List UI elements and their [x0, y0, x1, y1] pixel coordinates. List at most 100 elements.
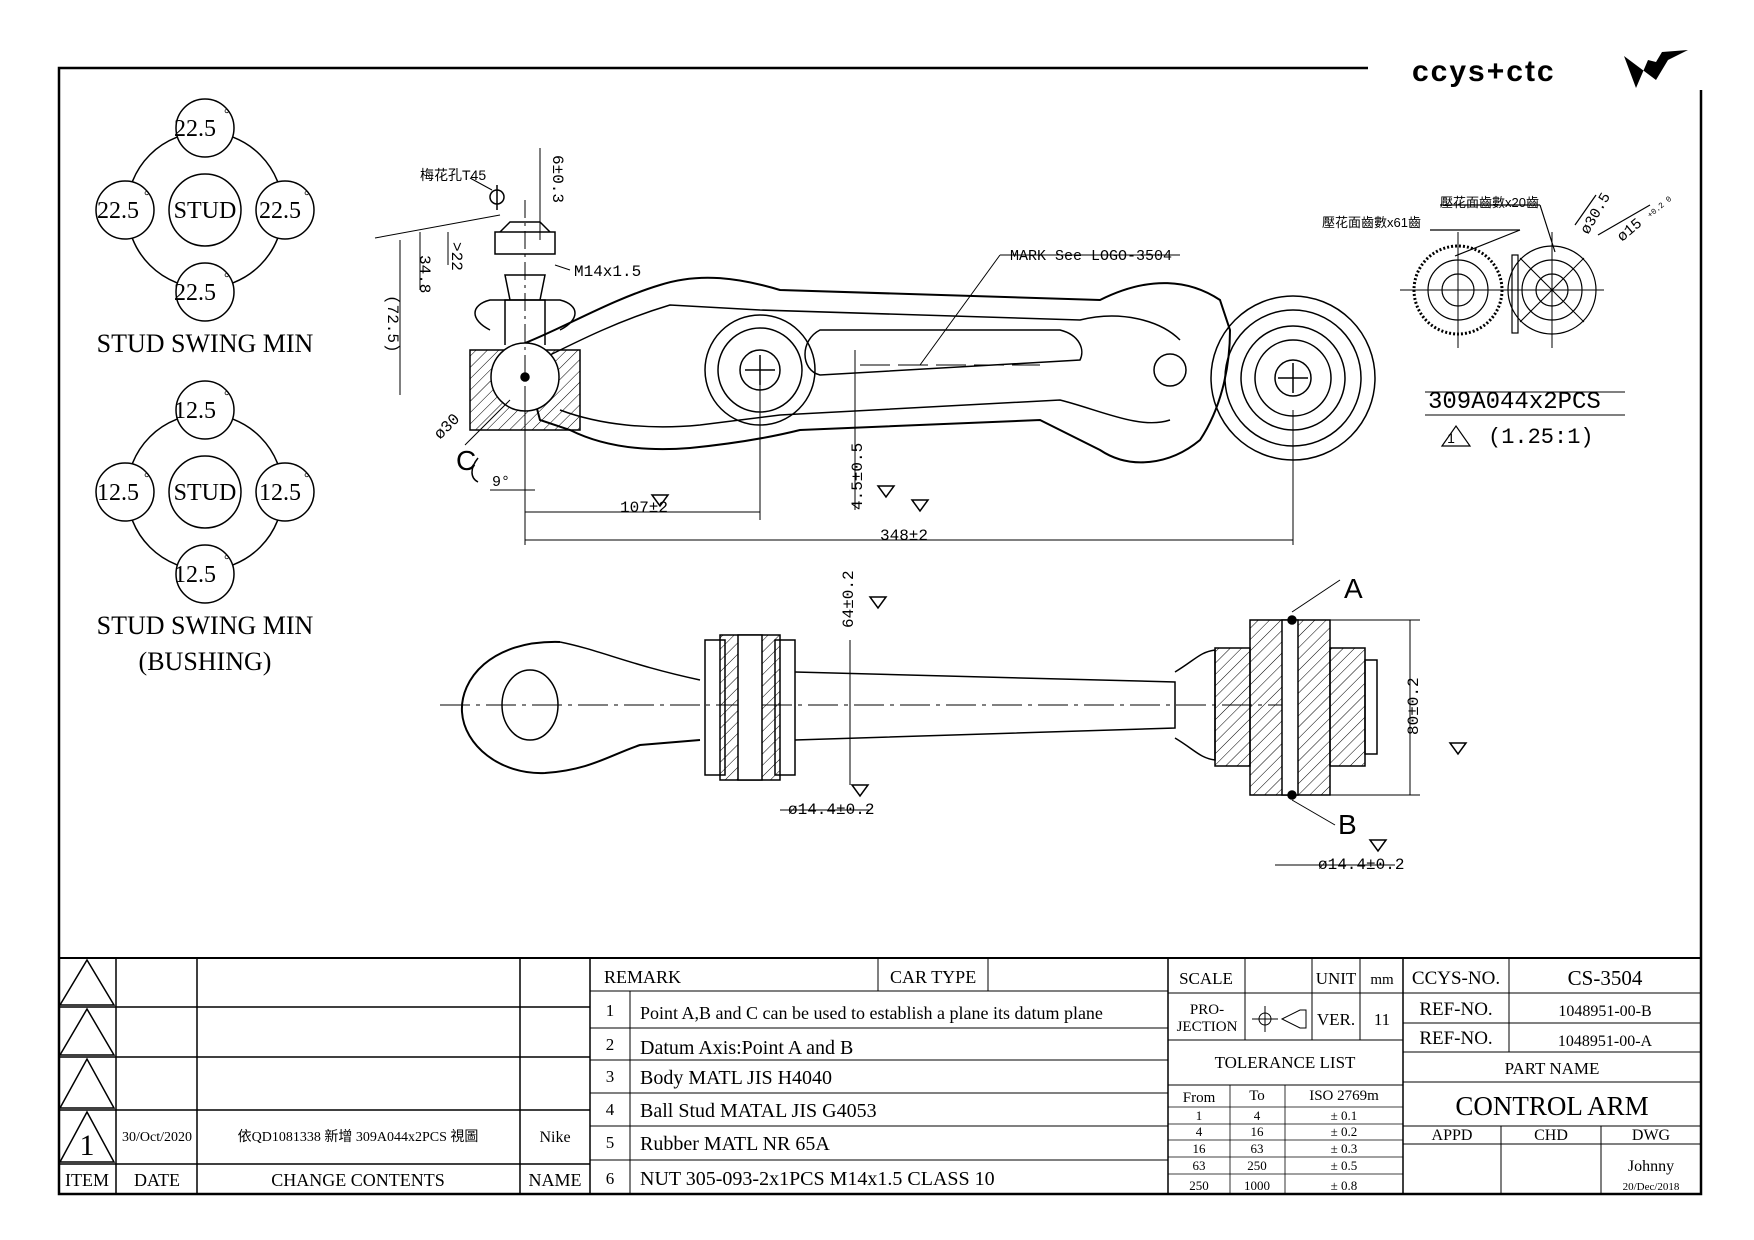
- revision-table: 1 30/Oct/2020 依QD1081338 新增 309A044x2PCS…: [65, 1129, 582, 1190]
- projection-label-2: JECTION: [1177, 1019, 1238, 1035]
- projection-label: PRO-: [1190, 1002, 1224, 1018]
- serration-left-label: 壓花面齒數x61齒: [1322, 215, 1421, 230]
- swing-value-top: 12.5: [174, 398, 216, 424]
- degree-mark: °: [224, 271, 230, 286]
- mark-note: MARK See LOGO-3504: [1010, 248, 1172, 265]
- top-view: [440, 579, 1468, 866]
- scale-label: SCALE: [1179, 969, 1233, 988]
- swing-value-bottom: 12.5: [174, 562, 216, 588]
- remark-no: 4: [606, 1100, 615, 1119]
- part-name: CONTROL ARM: [1455, 1091, 1648, 1121]
- tol-header-from: From: [1183, 1090, 1216, 1106]
- stud-label: STUD: [174, 198, 237, 224]
- dim-348: 348±2: [880, 527, 928, 545]
- chd-label: CHD: [1534, 1127, 1568, 1144]
- degree-mark: °: [304, 471, 310, 486]
- swing-value-top: 22.5: [174, 116, 216, 142]
- torx-label: 梅花孔T45: [420, 167, 486, 183]
- tol-value: ± 0.3: [1331, 1141, 1358, 1156]
- remark-text: Ball Stud MATAL JIS G4053: [640, 1100, 877, 1122]
- serration-detail: [1400, 194, 1651, 447]
- part-name-label: PART NAME: [1505, 1059, 1600, 1078]
- dim-64: 64±0.2: [840, 570, 858, 628]
- stud-swing-bushing-diagram: 12.5 12.5 12.5 12.5 ° ° ° ° STUD STUD SW…: [95, 380, 315, 676]
- swing-caption: STUD SWING MIN: [97, 611, 314, 640]
- tol-value: ± 0.5: [1331, 1158, 1358, 1173]
- top-view-annotations: 64±0.2 80±0.2 ø14.4±0.2 ø14.4±0.2 A B: [788, 570, 1423, 874]
- appd-label: APPD: [1432, 1127, 1473, 1144]
- swing-value-left: 12.5: [97, 480, 139, 506]
- tol-to: 63: [1251, 1141, 1264, 1156]
- side-view-annotations: 梅花孔T45 6±0.3 >22 34.8 (72.5) M14x1.5 MAR…: [383, 155, 1172, 545]
- tol-to: 16: [1251, 1124, 1265, 1139]
- ver-label: VER.: [1317, 1010, 1355, 1029]
- swing-value-right: 22.5: [259, 198, 301, 224]
- tol-from: 250: [1189, 1178, 1209, 1193]
- header-name: NAME: [529, 1170, 582, 1190]
- degree-mark: °: [224, 107, 230, 122]
- tol-value: ± 0.1: [1331, 1108, 1358, 1123]
- logo-text: ccys+ctc: [1412, 55, 1556, 88]
- ref-no-label-2: REF-NO.: [1419, 1028, 1492, 1049]
- remark-no: 6: [606, 1169, 615, 1188]
- degree-mark: °: [144, 471, 150, 486]
- revision-mark: 1: [1447, 430, 1455, 446]
- header-change: CHANGE CONTENTS: [271, 1170, 445, 1190]
- car-type-header: CAR TYPE: [890, 967, 976, 987]
- serration-annotations: 壓花面齒數x61齒 壓花面齒數x20齒 ø30.5 ø15 +0.2 0 309…: [1322, 190, 1674, 450]
- dim-72: (72.5): [383, 295, 401, 353]
- tol-from: 4: [1196, 1124, 1203, 1139]
- dim-dia14-4-left: ø14.4±0.2: [788, 801, 874, 819]
- remark-no: 1: [606, 1001, 615, 1020]
- degree-mark: °: [144, 189, 150, 204]
- revision-name: Nike: [539, 1129, 570, 1146]
- swing-value-bottom: 22.5: [174, 280, 216, 306]
- ver-value: 11: [1374, 1010, 1390, 1029]
- tol-value: ± 0.8: [1331, 1178, 1358, 1193]
- dim-80: 80±0.2: [1405, 677, 1423, 735]
- tol-from: 16: [1193, 1141, 1207, 1156]
- remark-no: 3: [606, 1067, 615, 1086]
- revision-date: 30/Oct/2020: [122, 1130, 192, 1145]
- dim-4-5: 4.5±0.5: [849, 443, 867, 510]
- dim-dia15-tol: +0.2 0: [1646, 195, 1674, 221]
- swing-caption: STUD SWING MIN: [97, 329, 314, 358]
- revision-item-mark: 1: [80, 1129, 95, 1162]
- swing-value-left: 22.5: [97, 198, 139, 224]
- ref-no-2: 1048951-00-A: [1558, 1033, 1653, 1050]
- detail-scale: (1.25:1): [1488, 425, 1594, 450]
- company-logo: ccys+ctc: [1412, 50, 1688, 88]
- tol-value: ± 0.2: [1331, 1124, 1358, 1139]
- dim-107: 107±2: [620, 499, 668, 517]
- swing-caption-sub: (BUSHING): [139, 647, 272, 676]
- degree-mark: °: [224, 553, 230, 568]
- title-block-grid: [58, 957, 1701, 1194]
- angle-label: 9°: [492, 474, 510, 491]
- dim-6: 6±0.3: [548, 155, 566, 203]
- unit-label: UNIT: [1316, 969, 1357, 988]
- stud-swing-diagram: 22.5 22.5 22.5 22.5 ° ° ° ° STUD STUD SW…: [95, 98, 315, 358]
- degree-mark: °: [304, 189, 310, 204]
- dwg-label: DWG: [1632, 1127, 1671, 1144]
- point-b-label: B: [1338, 809, 1357, 840]
- dim-34: 34.8: [415, 255, 433, 293]
- tol-header-to: To: [1249, 1088, 1265, 1104]
- tol-to: 1000: [1244, 1178, 1270, 1193]
- point-c-label: C: [456, 445, 476, 476]
- header-item: ITEM: [65, 1170, 109, 1190]
- revision-change: 依QD1081338 新增 309A044x2PCS 視圖: [238, 1129, 479, 1145]
- dim-dia15: ø15: [1614, 215, 1646, 245]
- dim-dia30: ø30: [431, 410, 464, 443]
- drawn-date: 20/Dec/2018: [1623, 1181, 1680, 1193]
- dim-22: >22: [447, 242, 465, 271]
- tol-to: 250: [1247, 1158, 1267, 1173]
- remarks-table: REMARK CAR TYPE 1 Point A,B and C can be…: [604, 967, 1103, 1190]
- ref-no-label: REF-NO.: [1419, 999, 1492, 1020]
- tolerance-block: SCALE UNIT mm PRO- JECTION VER. 11 TOLER…: [1177, 969, 1394, 1193]
- remark-no: 5: [606, 1133, 615, 1152]
- drawer-name: Johnny: [1628, 1158, 1674, 1175]
- unit-value: mm: [1370, 972, 1394, 988]
- tol-to: 4: [1254, 1108, 1261, 1123]
- swing-value-right: 12.5: [259, 480, 301, 506]
- remark-text: Datum Axis:Point A and B: [640, 1037, 853, 1059]
